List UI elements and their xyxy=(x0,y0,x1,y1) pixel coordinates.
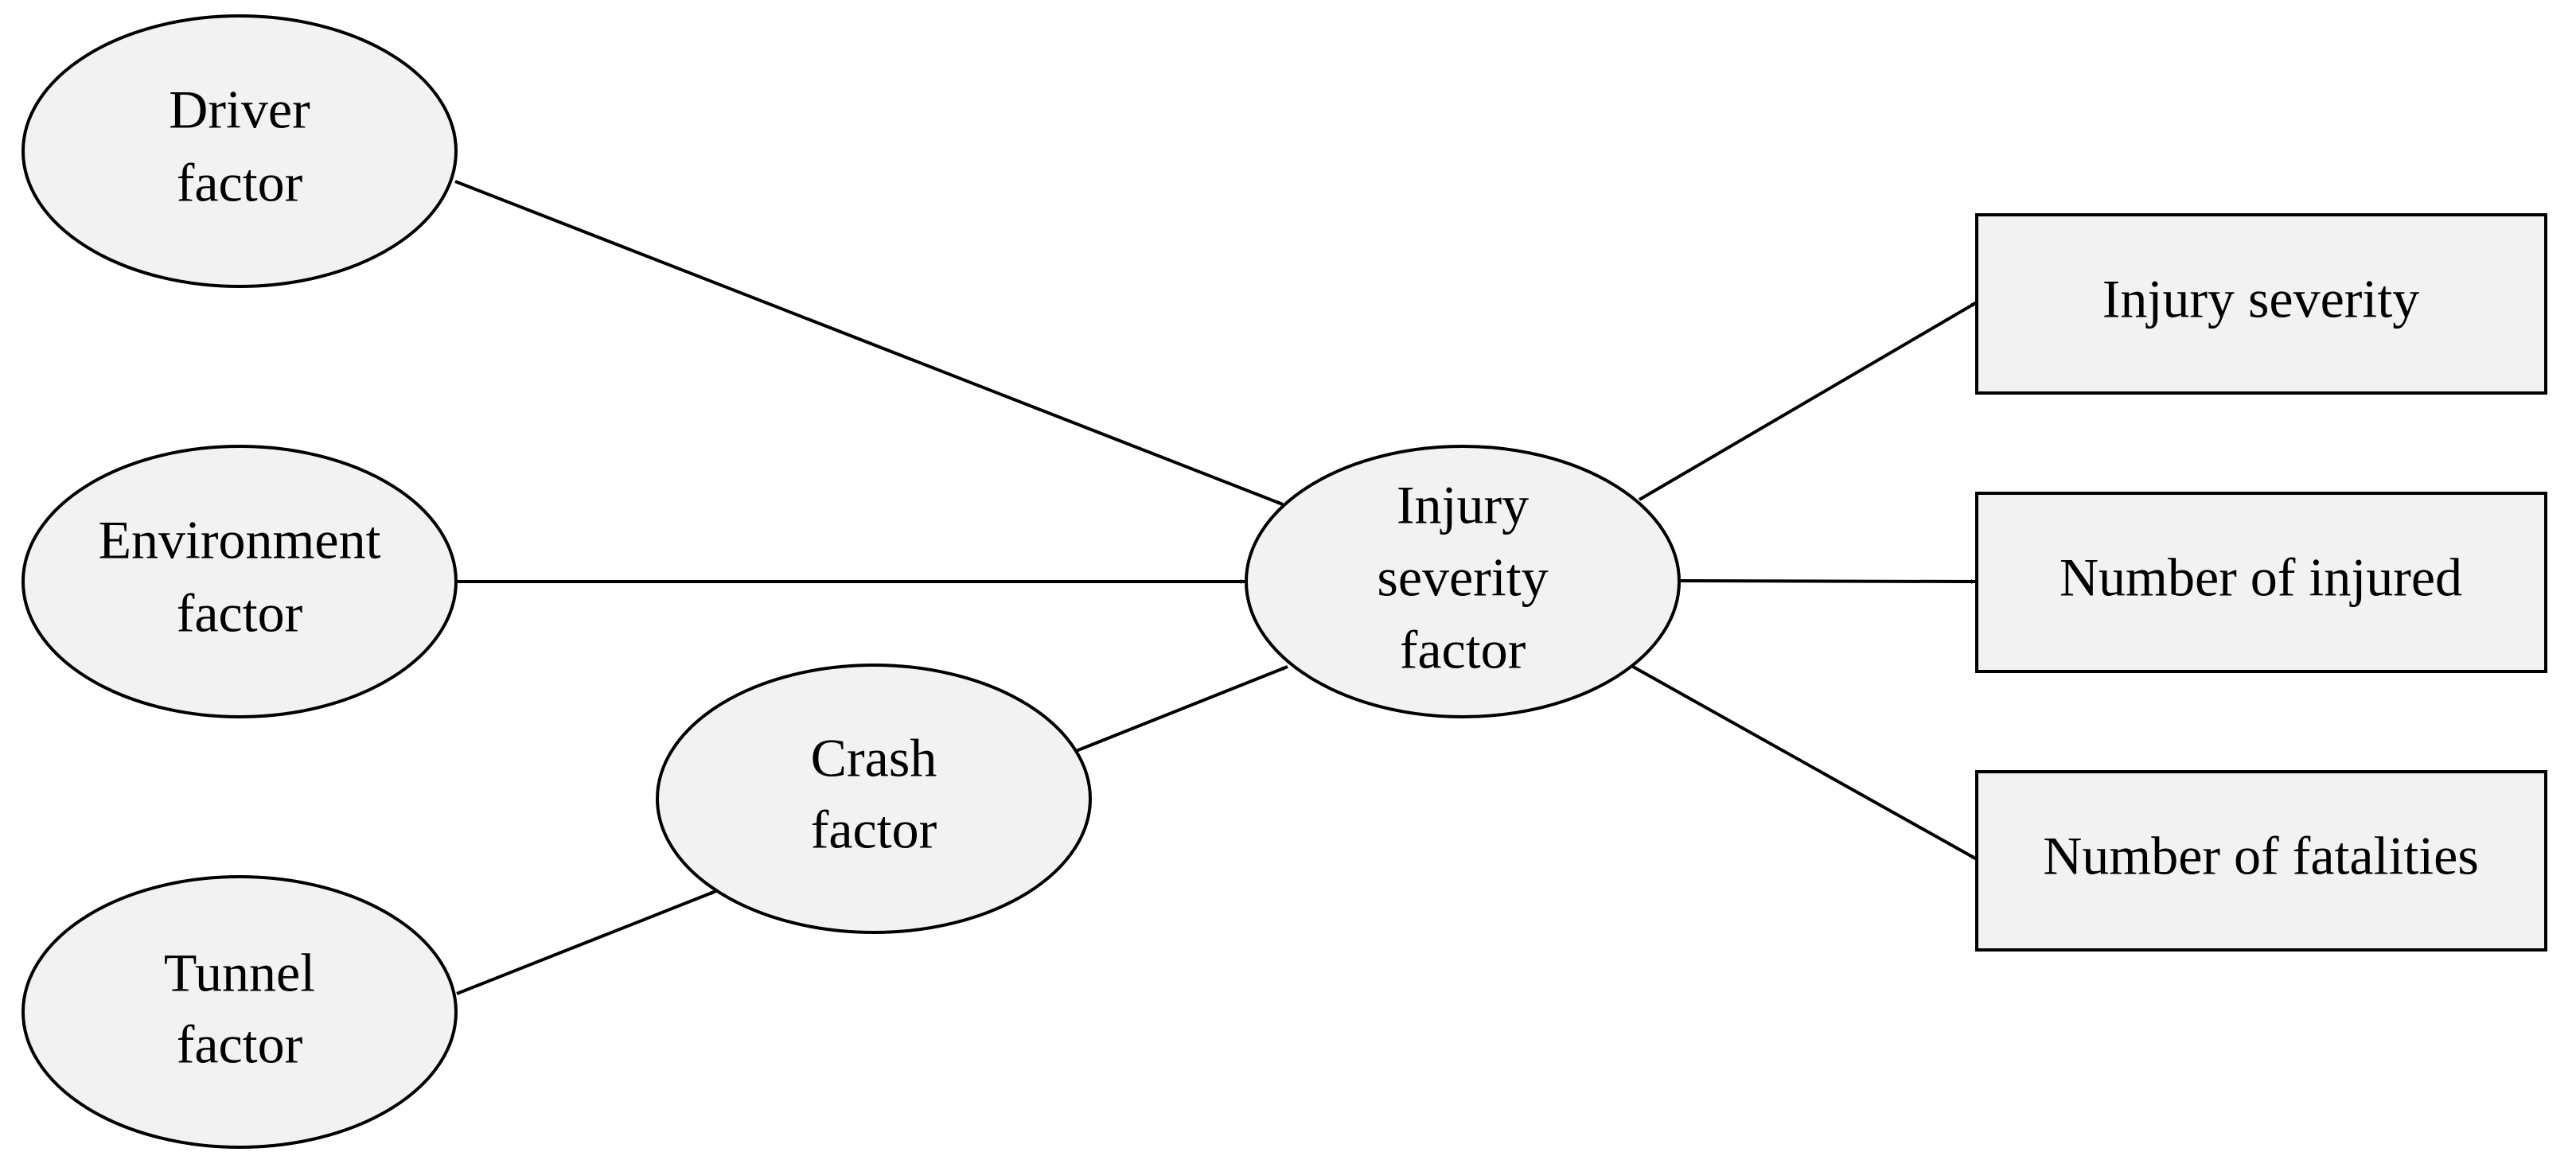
node-environment-factor: Environment factor xyxy=(21,445,458,718)
crash-factor-ellipse xyxy=(656,664,1092,934)
number-of-fatalities-box xyxy=(1975,770,2547,952)
injury-severity-box xyxy=(1975,213,2547,395)
node-tunnel-factor: Tunnel factor xyxy=(21,875,458,1149)
environment-factor-label-line-1: Environment xyxy=(98,510,380,570)
edges-layer xyxy=(454,180,1978,995)
edge-injury-factor-to-injury-severity xyxy=(1638,301,1978,501)
injury-severity-factor-label-line-1: Injury xyxy=(1397,475,1529,535)
number-of-injured-box xyxy=(1975,492,2547,673)
driver-factor-ellipse xyxy=(21,14,458,288)
injury-severity-label: Injury severity xyxy=(2102,269,2419,329)
environment-factor-ellipse xyxy=(21,445,458,718)
number-of-injured-label: Number of injured xyxy=(2060,547,2462,608)
node-number-of-fatalities: Number of fatalities xyxy=(1975,770,2547,952)
edge-injury-factor-to-number-fatalities xyxy=(1632,665,1978,861)
environment-factor-label-line-2: factor xyxy=(177,583,303,644)
injury-severity-factor-label-line-3: factor xyxy=(1400,620,1526,680)
node-number-of-injured: Number of injured xyxy=(1975,492,2547,673)
tunnel-factor-label-line-1: Tunnel xyxy=(164,943,315,1003)
edge-driver-to-injury-factor xyxy=(454,180,1284,506)
edge-injury-factor-to-number-injured xyxy=(1678,579,1978,584)
tunnel-factor-ellipse xyxy=(21,875,458,1149)
crash-factor-label-line-2: factor xyxy=(811,800,937,860)
number-of-fatalities-label: Number of fatalities xyxy=(2043,826,2479,886)
node-driver-factor: Driver factor xyxy=(21,14,458,288)
injury-severity-factor-ellipse xyxy=(1245,445,1681,718)
node-injury-severity: Injury severity xyxy=(1975,213,2547,395)
node-crash-factor: Crash factor xyxy=(656,664,1092,934)
crash-factor-label-line-1: Crash xyxy=(811,728,937,788)
driver-factor-label-line-1: Driver xyxy=(169,80,310,140)
injury-severity-factor-label-line-2: severity xyxy=(1377,547,1548,608)
driver-factor-label-line-2: factor xyxy=(177,153,303,213)
edge-crash-to-injury-factor xyxy=(1075,665,1288,753)
edge-tunnel-to-crash xyxy=(456,889,717,995)
node-injury-severity-factor: Injury severity factor xyxy=(1245,445,1681,718)
tunnel-factor-label-line-2: factor xyxy=(177,1014,303,1075)
